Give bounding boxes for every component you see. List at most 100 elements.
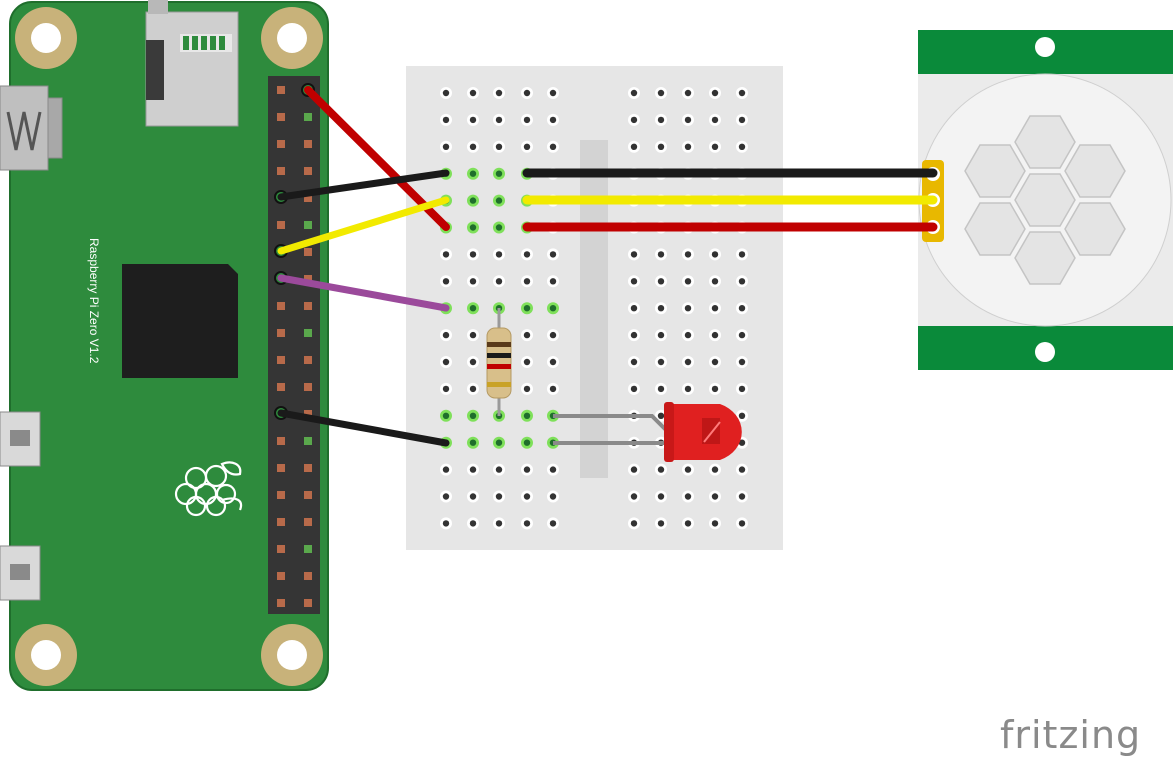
breadboard-hole-center xyxy=(523,493,531,500)
gpio-pin xyxy=(304,383,312,391)
breadboard-hole-center xyxy=(469,197,477,204)
soc-chip xyxy=(122,264,238,378)
gpio-pin xyxy=(304,329,312,337)
breadboard-hole-center xyxy=(549,116,557,124)
board-label: Raspberry Pi Zero V1.2 xyxy=(87,238,101,364)
breadboard-hole-center xyxy=(657,89,665,97)
breadboard-hole-center xyxy=(549,251,557,258)
breadboard-hole-center xyxy=(549,493,557,500)
gpio-pin xyxy=(277,356,285,364)
gpio-pin xyxy=(304,356,312,364)
breadboard-hole-center xyxy=(738,493,746,500)
gpio-pin xyxy=(277,518,285,526)
breadboard-hole-center xyxy=(711,89,719,97)
gpio-pin xyxy=(304,113,312,121)
breadboard-hole-center xyxy=(684,466,692,473)
breadboard-hole-center xyxy=(630,116,638,124)
breadboard-hole-center xyxy=(442,331,450,339)
pir-motion-sensor xyxy=(918,30,1173,370)
gpio-pin xyxy=(277,302,285,310)
breadboard-hole-center xyxy=(657,385,665,393)
gpio-pin xyxy=(304,599,312,607)
breadboard-hole-center xyxy=(711,358,719,366)
breadboard-hole-center xyxy=(495,170,503,177)
breadboard-hole-center xyxy=(684,89,692,97)
gpio-pin xyxy=(277,221,285,229)
resistor-band-4 xyxy=(487,382,511,387)
led xyxy=(553,402,742,462)
breadboard-hole-center xyxy=(684,520,692,527)
breadboard-hole-center xyxy=(523,251,531,258)
breadboard-hole-center xyxy=(657,331,665,339)
breadboard-hole-center xyxy=(523,89,531,97)
breadboard-hole-center xyxy=(469,331,477,339)
breadboard-hole-center xyxy=(549,305,557,312)
breadboard-hole-center xyxy=(442,89,450,97)
gpio-pin xyxy=(277,545,285,553)
breadboard-hole-center xyxy=(630,305,638,312)
breadboard-hole-center xyxy=(549,358,557,366)
breadboard-hole-center xyxy=(469,251,477,258)
mounting-holes xyxy=(15,7,323,686)
breadboard-hole-center xyxy=(738,89,746,97)
breadboard-hole-center xyxy=(630,358,638,366)
breadboard-hole-center xyxy=(469,278,477,285)
breadboard-hole-center xyxy=(657,278,665,285)
breadboard-hole-center xyxy=(738,331,746,339)
breadboard-hole-center xyxy=(711,385,719,393)
breadboard-hole-center xyxy=(469,89,477,97)
breadboard-hole-center xyxy=(442,116,450,124)
gpio-pin xyxy=(277,464,285,472)
breadboard-hole-center xyxy=(469,170,477,177)
breadboard-hole-center xyxy=(469,143,477,150)
breadboard-hole-center xyxy=(442,412,450,419)
gpio-pin xyxy=(277,86,285,94)
breadboard-hole-center xyxy=(523,143,531,150)
fresnel-lens-cell xyxy=(1014,115,1076,169)
breadboard-center-channel xyxy=(580,140,608,478)
fritzing-logo: fritzing xyxy=(1000,713,1141,757)
breadboard-hole-center xyxy=(442,493,450,500)
breadboard-hole-center xyxy=(495,278,503,285)
gpio-pin xyxy=(304,491,312,499)
gpio-pin xyxy=(304,302,312,310)
gpio-header xyxy=(268,76,320,614)
pir-mount-hole-top xyxy=(1035,37,1055,57)
breadboard-hole-center xyxy=(738,143,746,150)
breadboard-hole-center xyxy=(711,305,719,312)
gpio-pin xyxy=(304,140,312,148)
breadboard-hole-center xyxy=(711,116,719,124)
gpio-pin xyxy=(277,437,285,445)
gpio-pin xyxy=(277,113,285,121)
breadboard xyxy=(406,66,783,550)
fresnel-lens-cell xyxy=(1064,144,1126,198)
fresnel-lens-cell xyxy=(1014,231,1076,285)
breadboard-hole-center xyxy=(523,439,531,446)
breadboard-hole-center xyxy=(549,385,557,393)
breadboard-hole-center xyxy=(442,385,450,393)
breadboard-hole-center xyxy=(711,466,719,473)
breadboard-hole-center xyxy=(738,412,746,419)
led-rim xyxy=(664,402,674,462)
resistor xyxy=(486,308,512,416)
fresnel-lens-cell xyxy=(964,202,1026,256)
resistor-band-3 xyxy=(487,364,511,369)
breadboard-hole-center xyxy=(549,89,557,97)
breadboard-hole-center xyxy=(495,251,503,258)
breadboard-hole-center xyxy=(523,412,531,419)
breadboard-hole-center xyxy=(684,278,692,285)
breadboard-hole-center xyxy=(442,466,450,473)
breadboard-hole-center xyxy=(657,305,665,312)
mini-hdmi-port xyxy=(0,85,63,171)
breadboard-hole-center xyxy=(684,305,692,312)
breadboard-hole-center xyxy=(495,116,503,124)
gpio-pin xyxy=(277,383,285,391)
breadboard-hole-center xyxy=(657,251,665,258)
breadboard-hole-center xyxy=(495,143,503,150)
breadboard-hole-center xyxy=(495,89,503,97)
gpio-pin xyxy=(304,248,312,256)
breadboard-hole-center xyxy=(523,358,531,366)
gpio-pin xyxy=(304,545,312,553)
breadboard-hole-center xyxy=(738,466,746,473)
gpio-pin xyxy=(277,167,285,175)
